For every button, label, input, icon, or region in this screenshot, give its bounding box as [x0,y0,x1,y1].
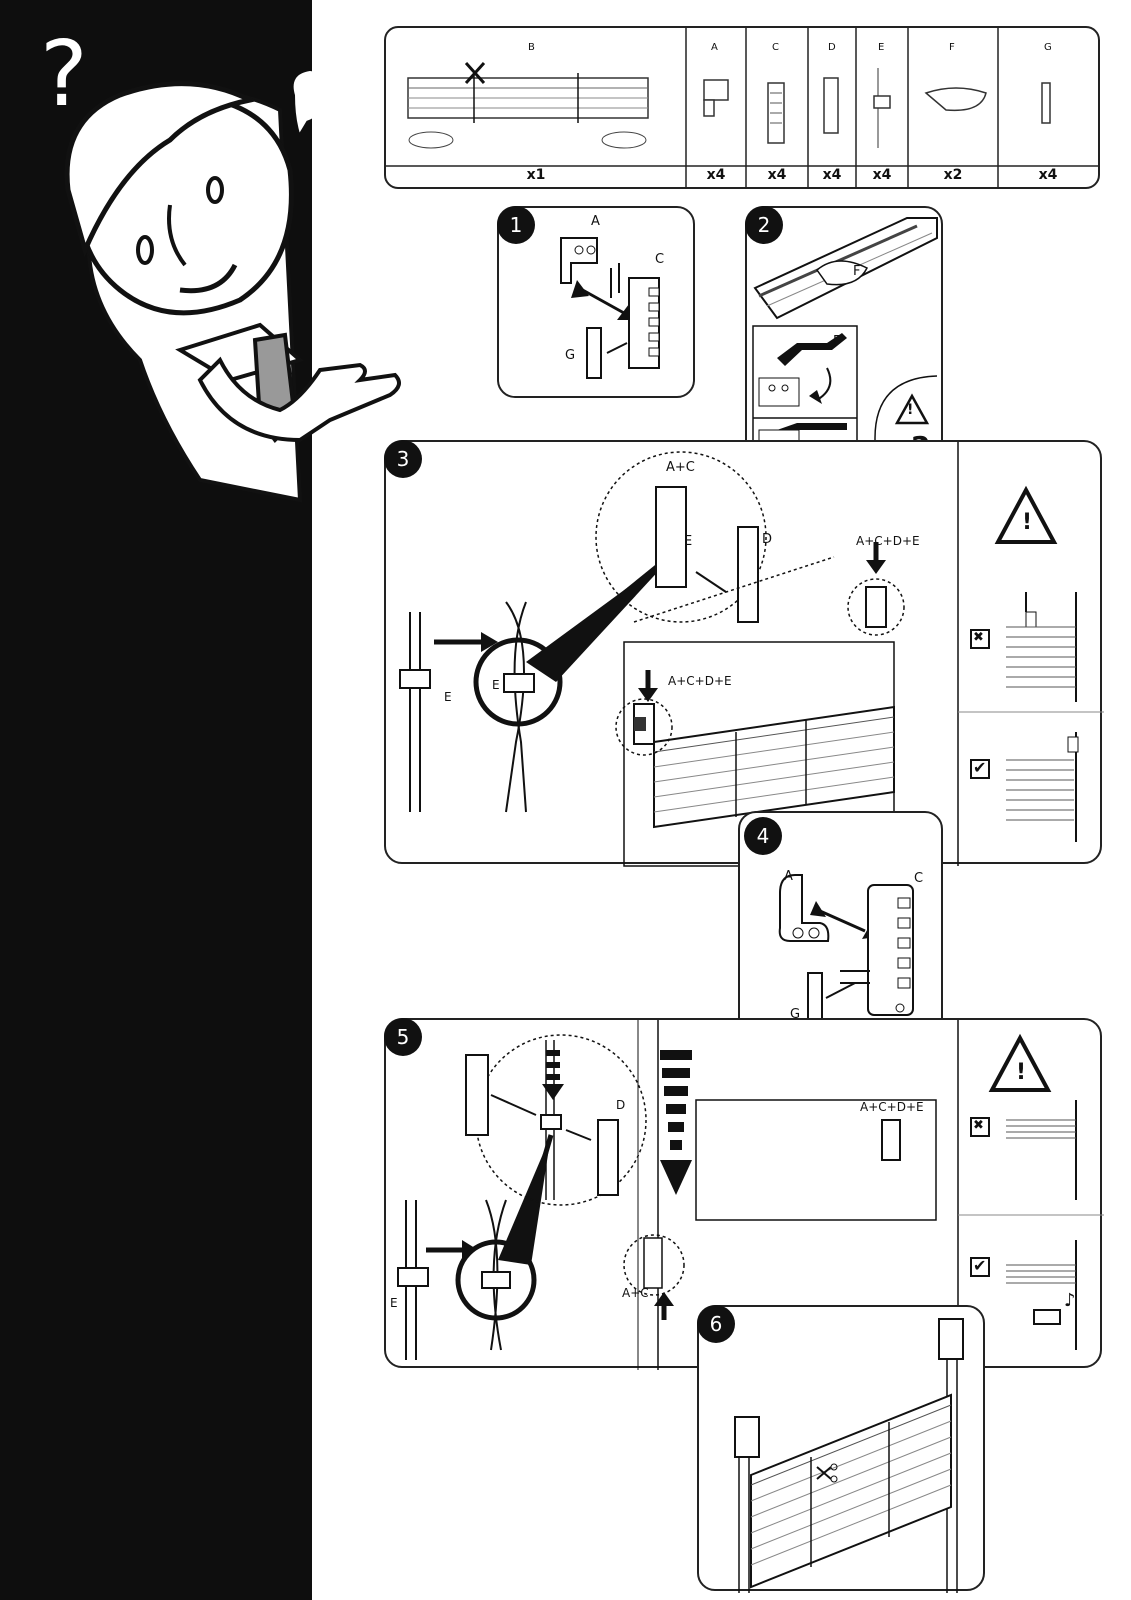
step-3-label-d-zoom: D [762,532,773,547]
warning-icon-step-5: ! [1016,1060,1027,1085]
part-g-label: G [1044,42,1052,53]
part-d-qty: x4 [822,167,842,183]
step-4-label-a: A [784,869,793,884]
check-mark-icon-step-5: ✔ [973,1256,987,1275]
step-1-number: 1 [497,206,535,244]
music-note-icon: ♪ [1064,1290,1076,1311]
step-1-label-a: A [591,214,600,229]
question-mark-icon: ? [40,22,88,127]
cross-mark-icon-step-5: ✖ [973,1118,984,1133]
step-4-label-c: C [914,871,924,886]
part-e-qty: x4 [872,167,892,183]
warning-icon-step-2: ! [907,402,914,418]
warning-icon-step-3: ! [1022,510,1033,535]
step-2-label-f1: F [853,264,861,279]
part-c-qty: x4 [767,167,787,183]
check-mark-icon: ✔ [973,758,987,777]
part-e-label: E [878,42,885,53]
step-3-number: 3 [384,440,422,478]
part-f-qty: x2 [943,167,963,183]
part-f-label: F [949,42,955,53]
part-d-label: D [828,42,836,53]
step-3-label-ac: A+C [666,460,695,475]
step-3-label-acde-left: A+C+D+E [668,674,732,688]
step-5-label-e: E [390,1296,398,1310]
step-2-label-f2: F [833,334,841,349]
part-c-label: C [772,42,779,53]
step-2-number: 2 [745,206,783,244]
step-1-label-g: G [565,348,576,363]
step-5-label-acde: A+C+D+E [860,1100,924,1114]
part-g-qty: x4 [1038,167,1058,183]
step-5-number: 5 [384,1018,422,1056]
part-a-qty: x4 [706,167,726,183]
step-5-drawing [397,1020,1104,1370]
part-b-label: B [528,42,535,53]
cartoon-man-illustration [64,70,401,503]
step-1-label-c: C [655,252,665,267]
step-3-panel: 3 A+C E D A+C+D+E A+C+D+E E E ! ✖ ✔ [384,440,1104,867]
parts-table-grid [386,28,1098,187]
step-3-label-e-left: E [444,690,452,704]
step-3-label-e-circle: E [492,678,500,692]
step-4-label-g: G [790,1007,801,1022]
parts-table: B A C D E F G x1 x4 x4 x4 x4 x2 x4 [384,26,1100,189]
step-5-label-d: D [616,1098,626,1112]
step-3-drawing [399,442,1104,867]
step-3-label-e-zoom: E [684,534,693,549]
step-4-number: 4 [744,817,782,855]
part-a-label: A [711,42,718,53]
step-4-drawing [778,874,914,1045]
cross-mark-icon: ✖ [973,630,984,645]
step-5-label-ac: A+C [622,1286,649,1300]
step-6-drawing [734,1318,964,1593]
step-1-drawing [560,237,660,379]
step-6-panel: 6 [697,1305,985,1593]
step-3-label-acde-top: A+C+D+E [856,534,920,548]
part-b-qty: x1 [526,167,546,183]
step-6-number: 6 [697,1305,735,1343]
step-1-panel: 1 A C G [497,206,695,398]
